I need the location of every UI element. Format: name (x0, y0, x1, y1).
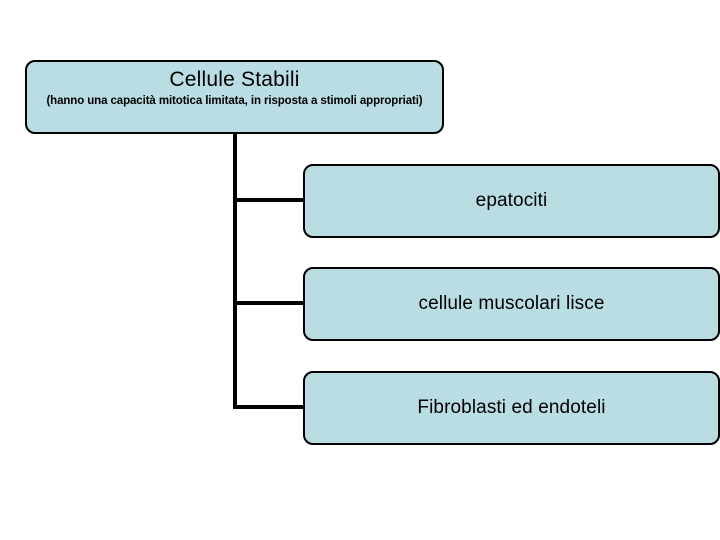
node-child-1-label: epatociti (475, 190, 548, 211)
node-child-1[interactable]: epatociti (303, 164, 720, 238)
node-child-2[interactable]: cellule muscolari lisce (303, 267, 720, 341)
node-child-3-label: Fibroblasti ed endoteli (417, 397, 606, 418)
node-child-3[interactable]: Fibroblasti ed endoteli (303, 371, 720, 445)
connector-branch-1 (233, 198, 311, 202)
node-root[interactable]: Cellule Stabili (hanno una capacità mito… (25, 60, 444, 134)
node-child-2-label: cellule muscolari lisce (418, 293, 605, 314)
connector-trunk (233, 133, 237, 409)
connector-branch-3 (233, 405, 311, 409)
connector-branch-2 (233, 301, 311, 305)
root-title: Cellule Stabili (169, 68, 300, 91)
root-subtitle: (hanno una capacità mitotica limitata, i… (46, 95, 423, 107)
